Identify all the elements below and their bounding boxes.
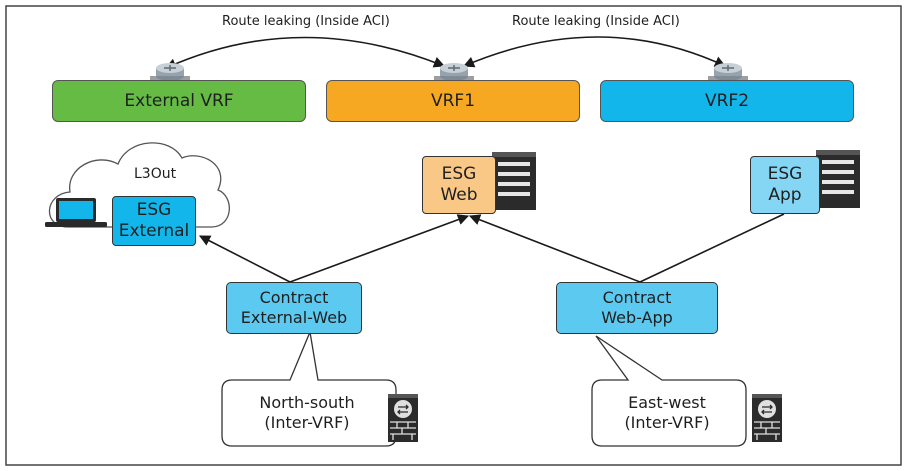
server-icon <box>492 152 536 210</box>
north-south-callout <box>221 329 397 447</box>
contract-web-app: Contract Web-App <box>556 282 718 334</box>
north-south-label: North-south (Inter-VRF) <box>259 393 355 432</box>
route-leak-arrow-left <box>164 36 446 69</box>
firewall-icon <box>752 394 782 442</box>
router-icon <box>434 63 474 81</box>
vrf-external: External VRF <box>52 80 306 122</box>
router-icon <box>708 63 748 81</box>
route-leaking-label-right: Route leaking (Inside ACI) <box>512 14 680 29</box>
laptop-icon <box>45 198 107 227</box>
vrf-1: VRF1 <box>326 80 580 122</box>
l3out-label: L3Out <box>134 166 177 182</box>
contract-arrow-to-esg-web-left <box>289 214 470 283</box>
east-west-callout <box>591 335 747 447</box>
route-leak-arrow-right <box>462 36 727 68</box>
esg-web: ESG Web <box>422 156 496 214</box>
contract-arrow-to-esg-external <box>199 235 291 283</box>
contract-external-web: Contract External-Web <box>226 282 362 334</box>
contract-arrow-to-esg-web-right <box>468 214 641 283</box>
esg-app: ESG App <box>750 156 820 214</box>
vrf-2: VRF2 <box>600 80 854 122</box>
esg-external: ESG External <box>112 196 196 246</box>
server-icon <box>816 150 860 208</box>
router-icon <box>150 63 190 81</box>
contract-link-to-esg-app <box>639 213 785 283</box>
outer-border <box>5 5 902 466</box>
firewall-icon <box>388 394 418 442</box>
route-leaking-label-left: Route leaking (Inside ACI) <box>222 14 390 29</box>
east-west-label: East-west (Inter-VRF) <box>624 393 710 432</box>
